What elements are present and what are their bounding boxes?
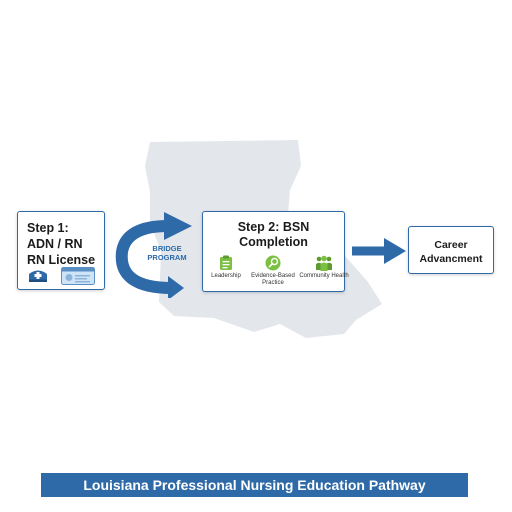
skill-leadership: Leadership [201, 255, 251, 280]
step-2-line-2: Completion [239, 235, 308, 249]
career-advancement-box: Career Advancment [408, 226, 494, 274]
skill-label: Evidence-Based Practice [251, 273, 295, 286]
step-2-box: Step 2: BSN Completion Leadership Eviden… [201, 211, 349, 292]
pathway-title-banner: Louisiana Professional Nursing Education… [41, 473, 468, 497]
clipboard-icon [220, 255, 232, 270]
step-arrow [352, 238, 406, 264]
skill-label: Leadership [211, 273, 241, 279]
skill-label: Community Health [299, 273, 349, 279]
step-2-line-1: Step 2: BSN [237, 220, 310, 234]
career-title: Career Advancment [409, 238, 493, 266]
step-2-title: Step 2: BSN Completion [203, 220, 344, 250]
step-1-title: Step 1: ADN / RN RN License [27, 220, 95, 268]
bridge-label-line-1: BRIDGE [152, 244, 182, 253]
step-1-line-1: Step 1: [27, 221, 69, 235]
license-card-icon [61, 267, 95, 290]
bridge-program-label: BRIDGE PROGRAM [141, 244, 193, 262]
research-icon [265, 255, 281, 271]
career-line-2: Advancment [419, 253, 483, 265]
nurse-cap-icon [27, 267, 49, 289]
step-1-line-3: RN License [27, 253, 96, 267]
career-line-1: Career [434, 239, 468, 251]
skill-evidence-based-practice: Evidence-Based Practice [248, 255, 298, 287]
step-1-line-2: ADN / RN [27, 237, 83, 251]
skill-community-health: Community Health [299, 255, 349, 280]
bridge-label-line-2: PROGRAM [147, 253, 187, 262]
people-icon [316, 255, 332, 271]
step-1-box: Step 1: ADN / RN RN License [17, 211, 105, 290]
bridge-arrow [115, 212, 192, 298]
